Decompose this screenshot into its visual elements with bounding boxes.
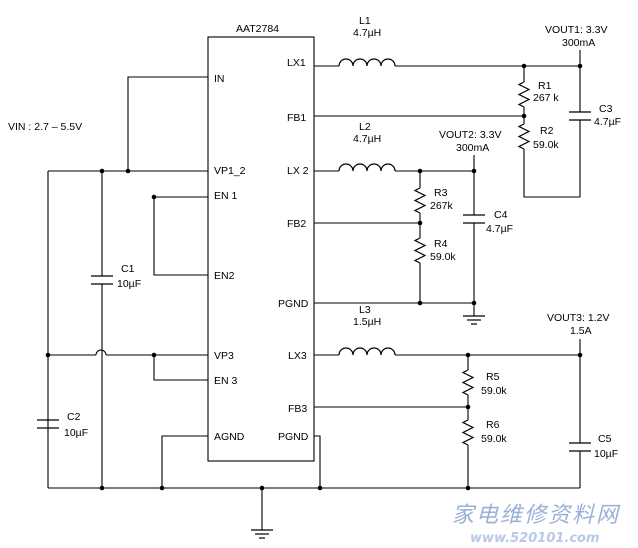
- c5-value: 10µF: [594, 448, 618, 460]
- r4-value: 59.0k: [430, 251, 456, 263]
- vout1-label: VOUT1: 3.3V: [545, 24, 607, 36]
- l1-name: L1: [359, 15, 371, 27]
- vout3-current: 1.5A: [570, 325, 592, 337]
- c2-value: 10µF: [64, 427, 88, 439]
- pin-lx3: LX3: [288, 350, 307, 362]
- pin-vp3: VP3: [214, 350, 234, 362]
- junction-pgnd-r4: [417, 300, 423, 306]
- pin-fb3: FB3: [288, 403, 307, 415]
- pin-pgnd1: PGND: [278, 298, 309, 310]
- junction-fb3: [465, 404, 471, 410]
- capacitor-c2: [37, 419, 59, 429]
- c1-name: C1: [121, 263, 135, 275]
- r2-value: 59.0k: [533, 139, 559, 151]
- ic-name: AAT2784: [236, 23, 279, 35]
- junction-en1: [151, 194, 157, 200]
- vin-label: VIN : 2.7 – 5.5V: [8, 121, 82, 133]
- junction-vin-in: [125, 168, 131, 174]
- resistor-r2: [517, 123, 531, 150]
- pin-en2: EN2: [214, 270, 235, 282]
- junction-gnd-pgnd2: [317, 485, 323, 491]
- ground-symbol-pgnd: [463, 303, 485, 325]
- watermark-url: www.520101.com: [470, 531, 600, 546]
- r3-name: R3: [434, 187, 448, 199]
- resistor-r6: [461, 419, 475, 446]
- l3-name: L3: [359, 304, 371, 316]
- pin-vp1-2: VP1_2: [214, 165, 246, 177]
- c4-value: 4.7µF: [486, 223, 513, 235]
- resistor-r5: [461, 369, 475, 396]
- r1-value: 267 k: [533, 92, 559, 104]
- pin-pgnd2: PGND: [278, 431, 309, 443]
- c1-value: 10µF: [117, 278, 141, 290]
- pin-agnd: AGND: [214, 431, 245, 443]
- junction-fb1: [521, 113, 527, 119]
- ground-symbol-main: [251, 488, 273, 539]
- pin-en1: EN 1: [214, 190, 238, 202]
- capacitor-c3: [569, 111, 591, 121]
- r5-name: R5: [486, 371, 500, 383]
- c2-name: C2: [67, 411, 81, 423]
- l2-name: L2: [359, 121, 371, 133]
- pin-fb2: FB2: [287, 218, 306, 230]
- capacitor-c5: [569, 442, 591, 452]
- vout2-current: 300mA: [456, 142, 489, 154]
- r2-name: R2: [540, 125, 554, 137]
- input-wiring: [47, 76, 208, 488]
- vout3-label: VOUT3: 1.2V: [547, 312, 609, 324]
- l1-value: 4.7µH: [353, 27, 381, 39]
- c3-name: C3: [599, 103, 613, 115]
- capacitor-c1: [91, 275, 113, 285]
- c4-name: C4: [494, 209, 508, 221]
- inductor-l1: [338, 58, 396, 67]
- inductor-l3: [338, 347, 396, 356]
- resistor-r4: [413, 237, 427, 264]
- l3-value: 1.5µH: [353, 316, 381, 328]
- resistor-r3: [413, 187, 427, 214]
- pin-lx1: LX1: [287, 57, 306, 69]
- r3-value: 267k: [430, 200, 454, 212]
- pin-en3: EN 3: [214, 375, 238, 387]
- r6-value: 59.0k: [481, 433, 507, 445]
- r1-name: R1: [538, 80, 552, 92]
- r6-name: R6: [486, 419, 500, 431]
- c5-name: C5: [598, 433, 612, 445]
- l2-value: 4.7µH: [353, 133, 381, 145]
- junction-vin-c1: [99, 168, 105, 174]
- ic-body: [207, 36, 315, 462]
- pin-in: IN: [214, 73, 225, 85]
- resistor-r1: [517, 81, 531, 108]
- vout1-current: 300mA: [562, 37, 595, 49]
- watermark-chinese: 家电维修资料网: [452, 503, 621, 528]
- capacitor-c4: [463, 214, 485, 224]
- pin-lx2: LX 2: [287, 165, 309, 177]
- junction-vp3-en3: [151, 352, 157, 358]
- vout2-label: VOUT2: 3.3V: [439, 129, 501, 141]
- c3-value: 4.7µF: [594, 116, 621, 128]
- r5-value: 59.0k: [481, 385, 507, 397]
- inductor-l2: [338, 163, 396, 172]
- junction-vin-vp3: [45, 352, 51, 358]
- junction-fb2: [417, 220, 423, 226]
- pin-fb1: FB1: [287, 112, 306, 124]
- junction-gnd-r6: [465, 485, 471, 491]
- r4-name: R4: [434, 238, 448, 250]
